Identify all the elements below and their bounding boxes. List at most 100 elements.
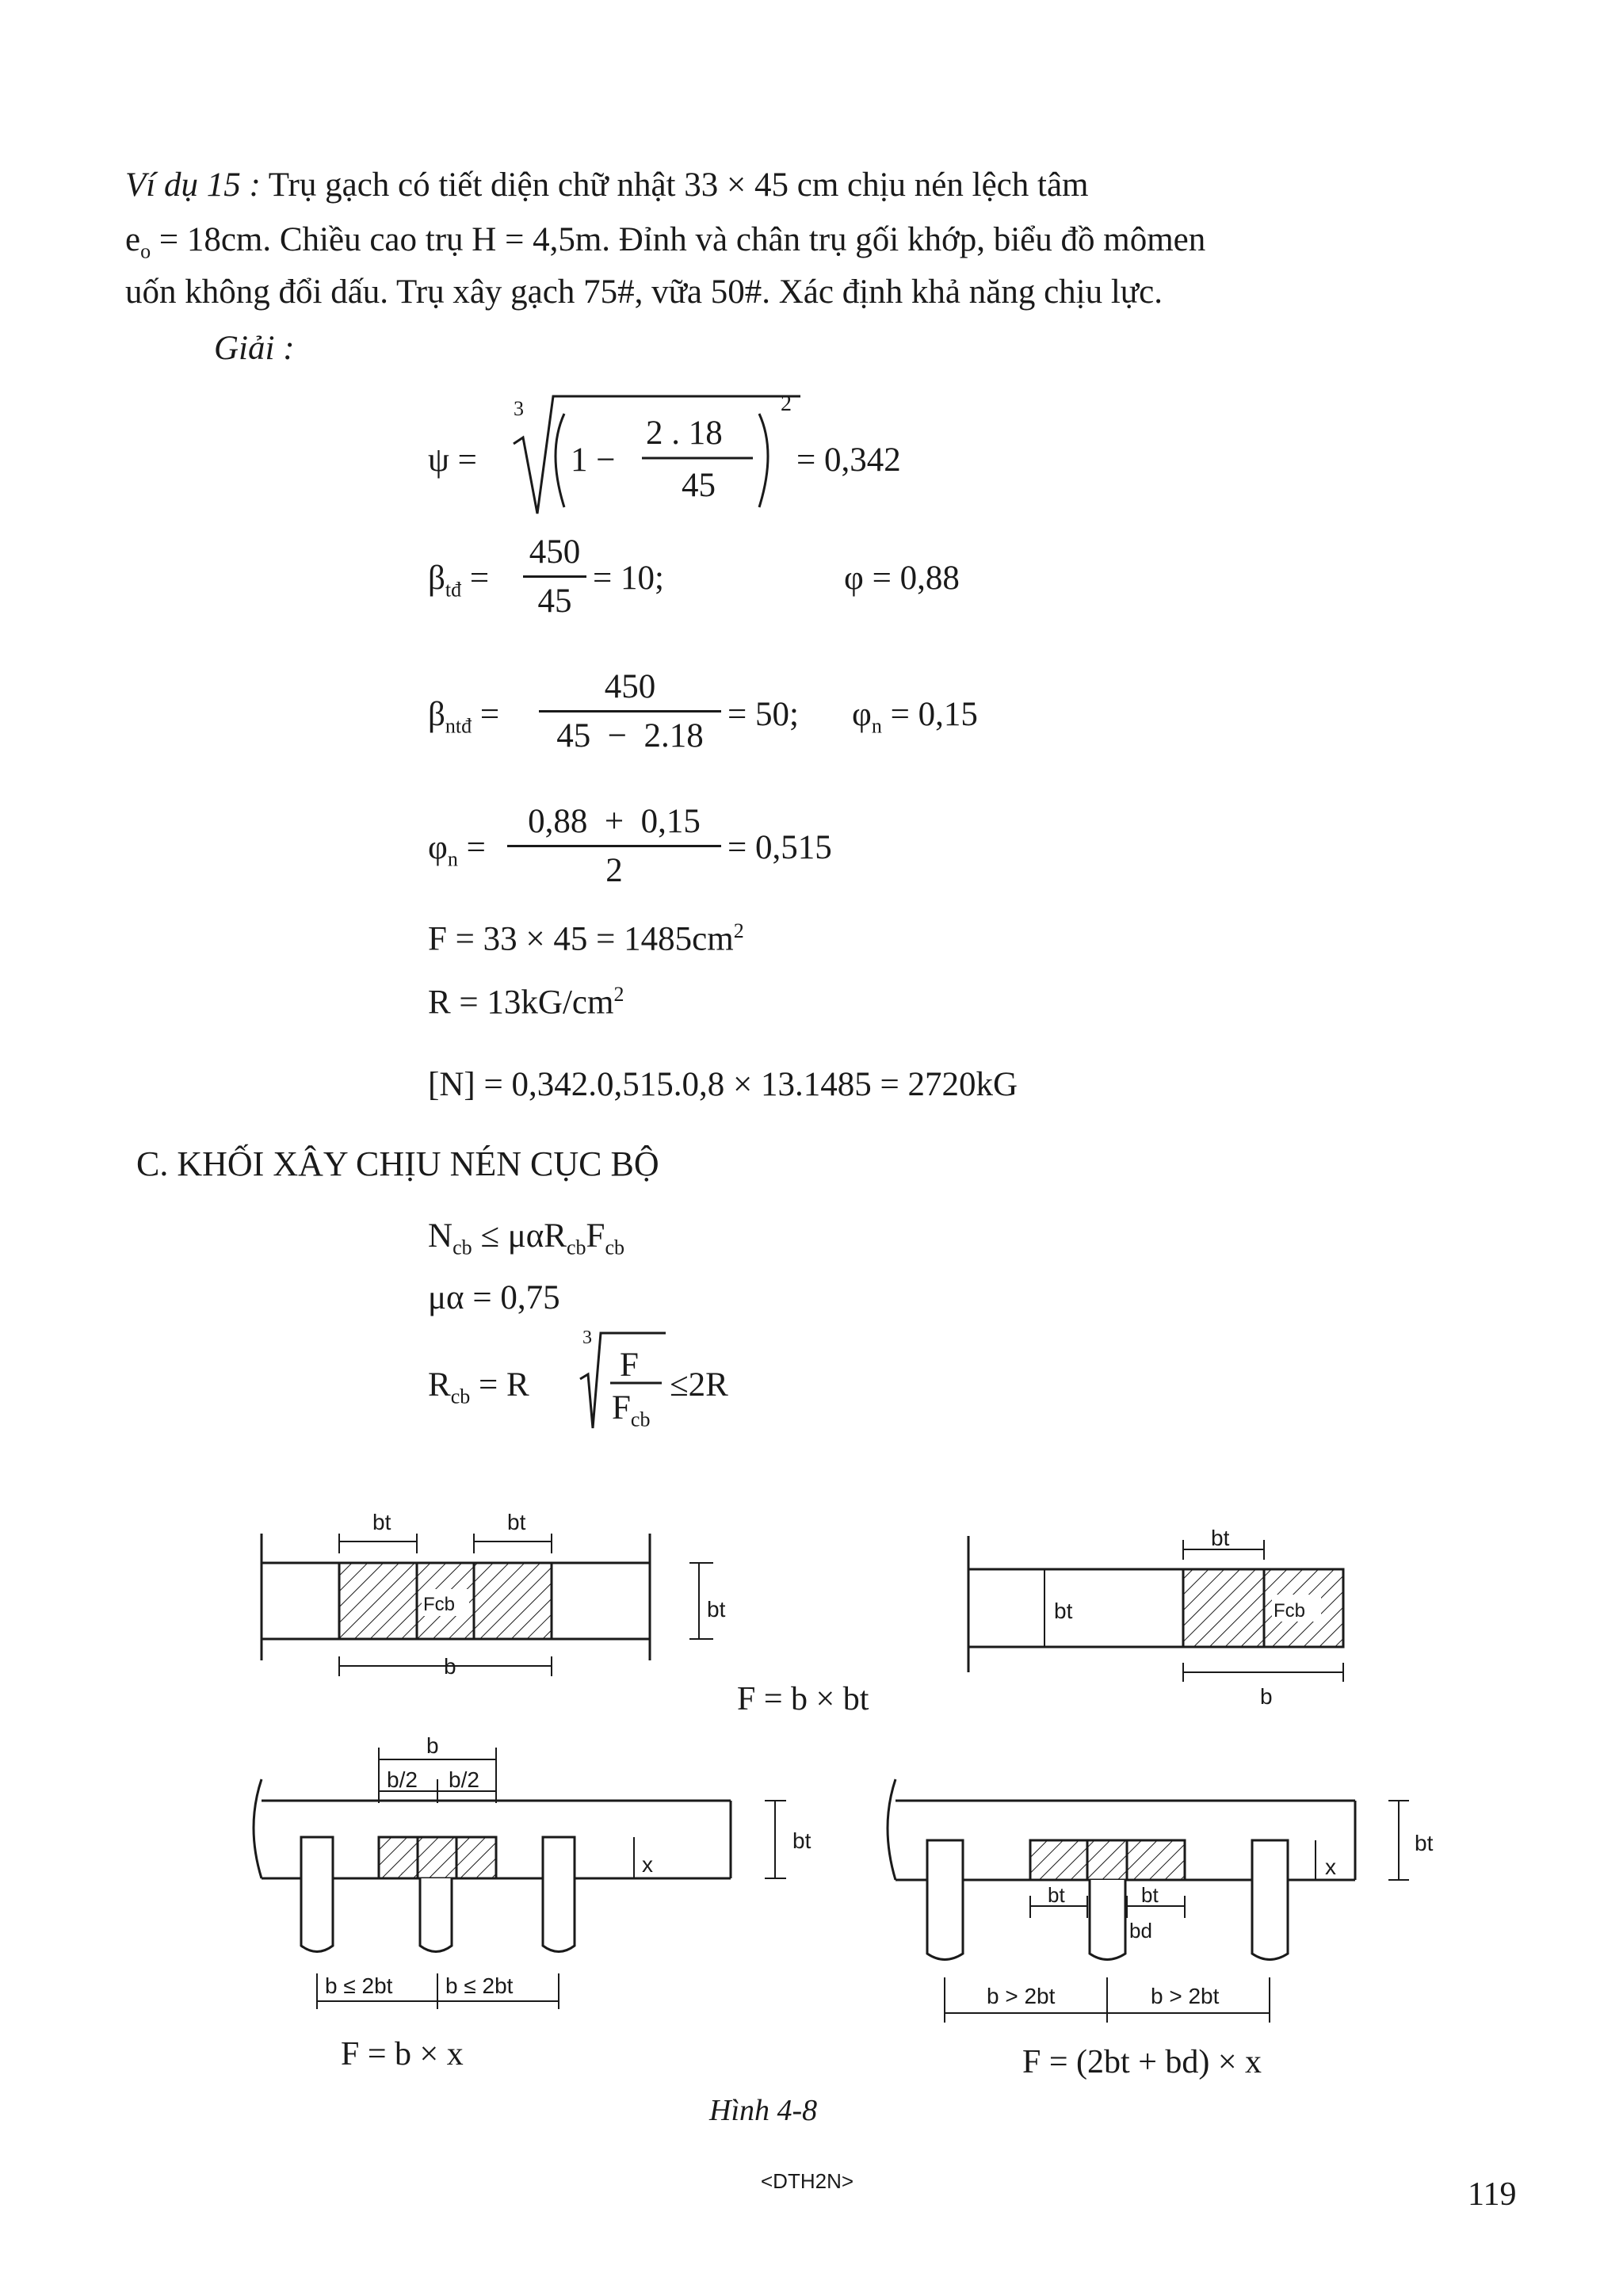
d1-bt-a: bt xyxy=(372,1510,391,1534)
d1-bt-side: bt xyxy=(707,1597,726,1622)
d3-dim-a: b ≤ 2bt xyxy=(325,1973,393,1998)
example-line-3: uốn không đổi dấu. Trụ xây gạch 75#, vữa… xyxy=(125,273,1163,311)
eq-sign-3: = xyxy=(466,829,486,866)
phi-symbol-2: φ xyxy=(428,829,448,866)
rcb-den-sub: cb xyxy=(630,1408,651,1431)
d2-b: b xyxy=(1260,1684,1273,1709)
beta-td-lhs: βtđ = xyxy=(428,559,489,602)
diagram-2: Fcb bt bt b xyxy=(967,1526,1345,1709)
beta-td-bar xyxy=(523,575,586,578)
phi-n-num: 0,88 + 0,15 xyxy=(528,803,701,840)
strength-eq: R = 13kG/cm2 xyxy=(428,983,624,1022)
d4-local-area xyxy=(1029,1839,1186,1881)
beta-symbol: β xyxy=(428,560,445,597)
phi-n-result: = 0,515 xyxy=(727,829,832,866)
example-line2-text: = 18cm. Chiều cao trụ H = 4,5m. Đỉnh và … xyxy=(151,221,1206,258)
psi-exp: 2 xyxy=(781,392,792,416)
beta-ntd-num: 450 xyxy=(604,668,656,705)
page-number: 119 xyxy=(1468,2176,1517,2213)
watermark: <DTH2N> xyxy=(761,2169,854,2193)
section-c-title: C. KHỐI XÂY CHỊU NÉN CỤC BỘ xyxy=(136,1144,659,1183)
d1-b: b xyxy=(444,1654,456,1679)
rcb-rhs: ≤2R xyxy=(670,1366,728,1404)
beta-ntd-den: 45 − 2.18 xyxy=(556,717,704,755)
diagram-3: b b/2 b/2 bt x b ≤ 2bt b ≤ 2bt xyxy=(252,1733,812,2009)
example-line-2: eo = 18cm. Chiều cao trụ H = 4,5m. Đỉnh … xyxy=(125,217,1536,275)
rcb-sub: cb xyxy=(450,1385,471,1408)
d3-dim-b: b ≤ 2bt xyxy=(445,1973,514,1998)
beta-td-sub: tđ xyxy=(445,578,462,602)
rcb-r: R xyxy=(428,1366,451,1404)
beta-td-num: 450 xyxy=(529,533,581,571)
beta-ntd-result: = 50; xyxy=(727,696,799,733)
figure-caption: Hình 4-8 xyxy=(708,2094,817,2127)
rcb-eq: = R xyxy=(470,1366,529,1404)
psi-lhs: ψ = xyxy=(428,441,477,479)
example-line-1: Ví dụ 15 : Trụ gạch có tiết diện chữ nhậ… xyxy=(125,162,1536,208)
psi-inner: 1 − xyxy=(571,441,616,479)
d4-bd: bd xyxy=(1129,1919,1152,1943)
beta-td-den: 45 xyxy=(537,583,572,620)
rcb-lhs: Rcb = R xyxy=(428,1366,529,1409)
d3-x: x xyxy=(642,1852,653,1877)
n-sub: cb xyxy=(453,1236,472,1259)
d2-bt-top: bt xyxy=(1211,1526,1230,1550)
solution-label: Giải : xyxy=(214,330,295,367)
e-symbol: e xyxy=(125,221,141,258)
phi-n-value: φn = 0,15 xyxy=(852,695,978,739)
local-compression-eq: Ncb ≤ μαRcbFcb xyxy=(428,1217,624,1260)
eq-sign: = xyxy=(469,560,490,597)
d1-fcb-label: Fcb xyxy=(423,1594,455,1615)
rcb-den-f: F xyxy=(612,1389,631,1427)
beta-td-result: = 10; xyxy=(593,560,664,597)
d1-bt-b: bt xyxy=(507,1510,526,1534)
d3-half-a: b/2 xyxy=(387,1767,418,1792)
f-sub: cb xyxy=(605,1236,624,1259)
area-eq: F = 33 × 45 = 1485cm2 xyxy=(428,919,744,958)
capacity-eq: [N] = 0,342.0,515.0,8 × 13.1485 = 2720kG xyxy=(428,1066,1018,1103)
d3-b: b xyxy=(426,1733,439,1758)
r-sub: cb xyxy=(566,1236,586,1259)
beta-symbol-2: β xyxy=(428,696,445,733)
d4-x: x xyxy=(1325,1855,1336,1879)
f-symbol: F xyxy=(586,1217,605,1255)
phi-n-bar xyxy=(507,845,721,847)
d3-piles xyxy=(300,1836,576,1953)
phi-symbol: φ xyxy=(852,696,872,733)
n-symbol: N xyxy=(428,1217,453,1255)
strength-text: R = 13kG/cm xyxy=(428,984,614,1022)
d4-bt-a: bt xyxy=(1048,1883,1065,1907)
beta-ntd-bar xyxy=(539,710,721,712)
psi-result: = 0,342 xyxy=(796,441,901,479)
eq1-mid: ≤ μαR xyxy=(472,1217,567,1255)
mu-alpha-eq: μα = 0,75 xyxy=(428,1279,560,1316)
d4-bt-side: bt xyxy=(1415,1831,1434,1855)
eq-sign-2: = xyxy=(479,696,500,733)
d3-half-b: b/2 xyxy=(449,1767,479,1792)
phi-n-den: 2 xyxy=(605,852,623,889)
d4-piles xyxy=(926,1839,1289,1961)
strength-sup: 2 xyxy=(613,983,624,1006)
area-text: F = 33 × 45 = 1485cm xyxy=(428,920,734,958)
area-sup: 2 xyxy=(733,919,744,942)
d4-dim-a: b > 2bt xyxy=(987,1984,1056,2008)
phi-n-val: = 0,15 xyxy=(881,696,978,733)
d3-bt: bt xyxy=(792,1828,812,1853)
psi-den: 45 xyxy=(682,467,716,504)
phi-n-sub-2: n xyxy=(447,847,458,871)
formula-left: F = b × x xyxy=(341,2036,464,2073)
d3-local-area xyxy=(377,1836,498,1880)
formula-top: F = b × bt xyxy=(737,1681,869,1717)
rcb-den: Fcb xyxy=(612,1389,650,1432)
e-subscript: o xyxy=(140,239,151,263)
example-line1-text: Trụ gạch có tiết diện chữ nhật 33 × 45 c… xyxy=(268,166,1089,204)
phi-value: φ = 0,88 xyxy=(844,560,960,597)
d2-fcb-label: Fcb xyxy=(1274,1600,1305,1622)
beta-ntd-sub: ntđ xyxy=(445,714,472,738)
diagram-1: Fcb bt bt b bt xyxy=(260,1510,726,1679)
formula-right: F = (2bt + bd) × x xyxy=(1022,2044,1262,2080)
psi-num: 2 . 18 xyxy=(646,415,723,452)
d4-bt-b: bt xyxy=(1141,1883,1159,1907)
beta-ntd-lhs: βntđ = xyxy=(428,695,499,739)
